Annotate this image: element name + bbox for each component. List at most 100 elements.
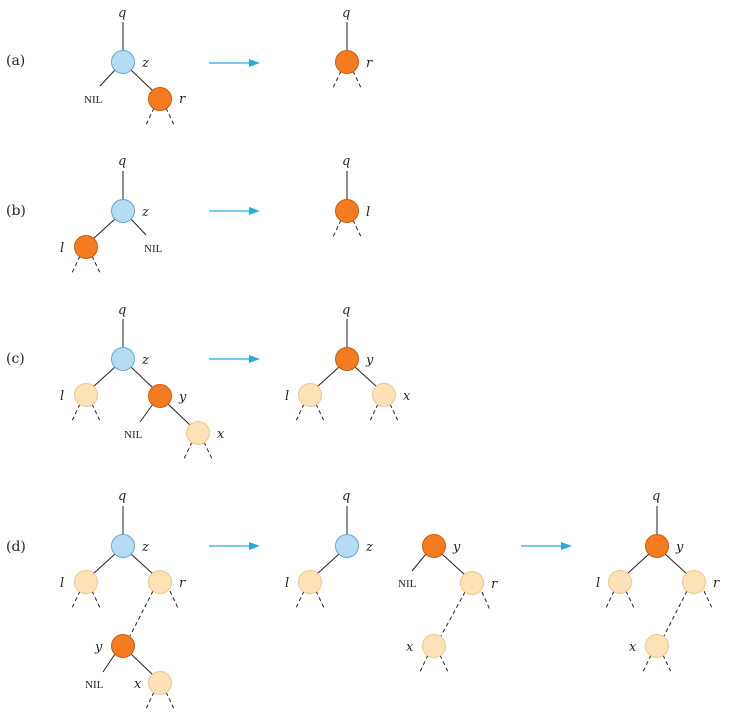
d-left-node-z [111,534,135,558]
d-mid-nil-label: NIL [398,578,417,590]
c-left-x-label: x [217,427,225,442]
a-left-r-label: r [179,92,186,107]
c-right-y-label: y [365,353,374,368]
part-label-c: (c) [6,351,25,367]
d-right-node-x [645,634,669,658]
a-right-r-label: r [366,56,373,71]
c-right-l-left-subtree [294,403,305,424]
b-left-l-right-subtree [91,255,102,276]
d-left-q-label: q [118,489,126,504]
d-right-yr-edge [664,553,688,575]
d-left-yx-edge [130,653,154,676]
d-left-r-right-subtree [169,590,179,609]
c-left-y-label: y [178,390,187,405]
d-mid-x-label: x [406,640,414,655]
d-mid-zl-edge [316,553,340,575]
d-mid-node-x [422,634,446,658]
part-label-d: (d) [6,539,26,555]
c-left-l-left-subtree [70,403,81,424]
transform-arrows [209,59,572,550]
a-right-q-label: q [342,6,350,21]
d-mid-q-label: q [342,489,350,504]
d-mid-x-right-subtree [439,654,450,675]
b-left-l-left-subtree [70,255,81,276]
d-left-r-path-to-y [129,590,154,637]
d-left-x-right-subtree [165,691,176,712]
part-label-a: (a) [6,53,25,69]
a-arrow-head [249,59,260,67]
d-mid-r-path-to-x [440,591,466,637]
d-left-l-label: l [60,576,64,591]
d-mid-z-label: z [365,540,373,555]
d-left-nil-label: NIL [85,679,104,691]
b-left-q-label: q [118,154,126,169]
a-right-node-r [335,50,359,74]
d-left-r-label: r [179,576,186,591]
a-left-nil-label: NIL [84,94,103,106]
d-right-l-right-subtree [625,590,636,611]
d-mid-x-left-subtree [418,654,429,675]
d-right-l-left-subtree [604,590,615,611]
d-right-node-r [682,570,706,594]
d-mid-nil-edge [411,553,427,572]
a-right-r-left-subtree [331,70,342,91]
c-left-zy-edge [130,366,154,389]
c-right-x-left-subtree [368,403,379,424]
d-mid-y-label: y [452,540,461,555]
c-left-x-left-subtree [182,441,193,462]
c-right-node-x [372,383,396,407]
d-right-node-l [608,570,632,594]
d-mid-r-label: r [491,577,498,592]
tree-edges [70,22,713,712]
d-mid-l-right-subtree [315,590,326,611]
d-right-q-label: q [652,489,660,504]
b-right-node-l [335,199,359,223]
d-left-zl-edge [92,553,116,575]
c-left-x-right-subtree [203,441,214,462]
d-arrow-2-head [561,542,572,550]
c-left-zl-edge [92,366,116,388]
d-mid-node-y [422,534,446,558]
d-right-r-right-subtree [703,590,713,609]
d-right-x-right-subtree [662,654,673,675]
b-arrow-head [249,207,260,215]
d-mid-yr-edge [441,553,466,576]
tree-nodes [74,50,706,695]
c-left-yx-edge [167,403,191,426]
a-right-r-right-subtree [352,70,363,91]
d-right-x-label: x [629,640,637,655]
a-left-z-label: z [141,56,149,71]
part-label-b: (b) [6,203,26,219]
a-left-q-label: q [118,6,126,21]
b-right-l-label: l [366,205,370,220]
a-left-node-r [148,87,172,111]
c-left-node-z [111,347,135,371]
a-left-zr-edge [130,69,154,92]
d-left-y-label: y [94,640,103,655]
c-left-nil-edge [139,403,154,423]
d-right-yl-edge [626,553,650,575]
d-left-zr-edge [130,553,154,575]
d-right-node-y [645,534,669,558]
c-right-yx-edge [354,366,378,388]
d-left-nil-edge [102,653,116,673]
a-left-nil-edge [99,69,116,87]
d-mid-node-z [335,534,359,558]
d-mid-node-l [298,570,322,594]
c-right-l-right-subtree [315,403,326,424]
c-left-node-x [186,421,210,445]
d-left-node-x [148,671,172,695]
d-mid-l-label: l [285,576,289,591]
d-mid-l-left-subtree [294,590,305,611]
b-left-nil-edge [130,218,147,236]
d-right-r-path-to-x [663,590,688,637]
c-left-nil-label: NIL [124,429,143,441]
d-right-l-label: l [596,576,600,591]
c-right-yl-edge [316,366,340,388]
c-left-l-label: l [60,389,64,404]
c-right-node-y [335,347,359,371]
b-left-zl-edge [92,218,116,240]
d-left-l-left-subtree [70,590,81,611]
b-right-q-label: q [342,154,350,169]
c-right-q-label: q [342,303,350,318]
